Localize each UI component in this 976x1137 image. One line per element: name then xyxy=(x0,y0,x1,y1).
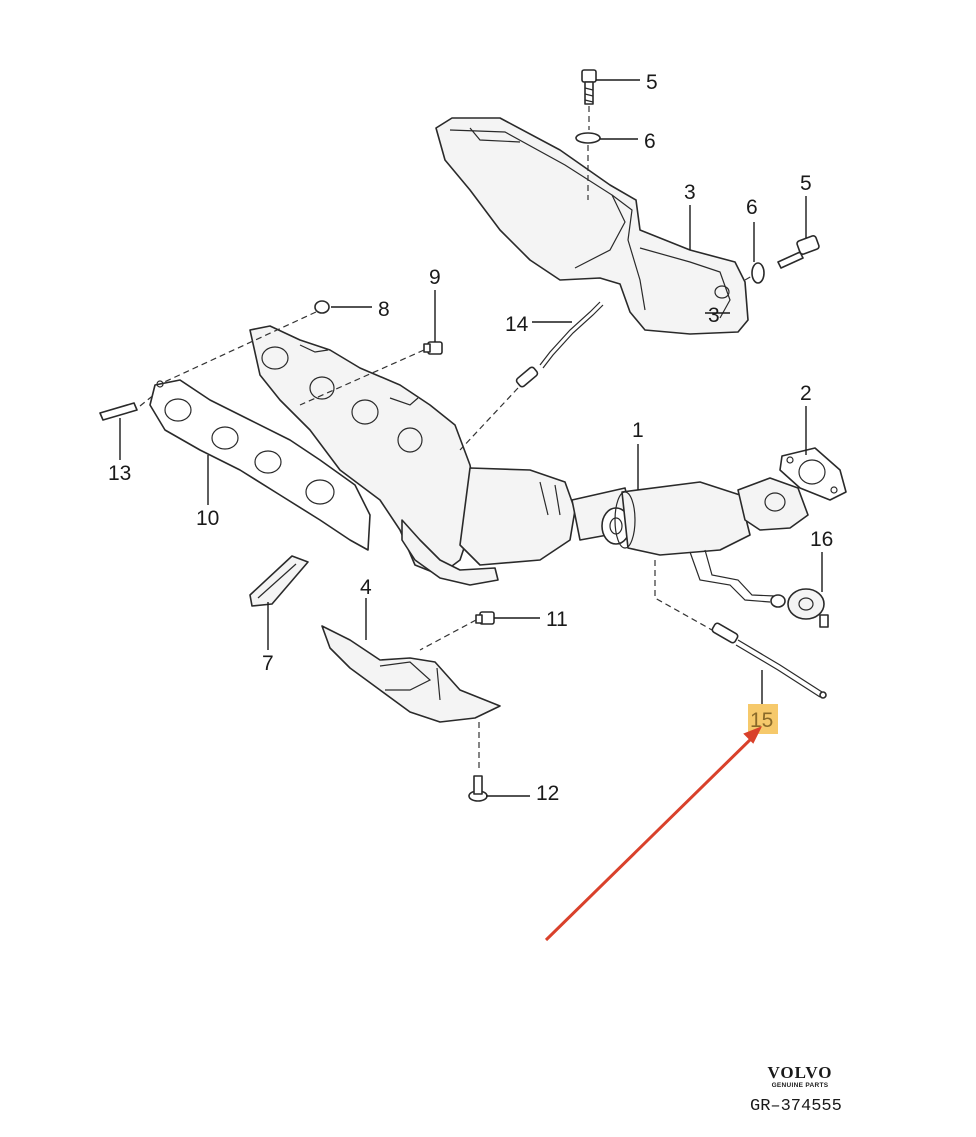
bolt-11 xyxy=(475,611,495,625)
catalytic-converter xyxy=(459,467,809,608)
sensor-15-axis xyxy=(654,560,713,631)
callout-10: 10 xyxy=(196,507,219,530)
callout-5-right: 5 xyxy=(800,172,812,195)
callout-1: 1 xyxy=(632,419,644,442)
callout-15: 15 xyxy=(750,709,773,732)
bolt-5-top xyxy=(581,69,597,105)
callout-8: 8 xyxy=(378,298,390,321)
callout-5-top: 5 xyxy=(646,71,658,94)
red-pointer-arrow xyxy=(544,726,763,942)
callout-13: 13 xyxy=(108,462,131,485)
nut-8 xyxy=(314,300,330,314)
washer-6-top xyxy=(575,132,601,144)
brand-subtitle: GENUINE PARTS xyxy=(771,1082,829,1089)
stud-13 xyxy=(99,402,138,421)
callout-15-highlight xyxy=(748,704,778,734)
sensor-14-axis xyxy=(459,387,519,451)
manifold-lower-shield xyxy=(401,519,499,586)
callout-4: 4 xyxy=(360,576,372,599)
callout-3-lower: 3 xyxy=(708,304,720,327)
leader-lines xyxy=(119,79,823,797)
nut-8-axis xyxy=(159,311,317,385)
callout-11: 11 xyxy=(546,608,568,631)
callout-2: 2 xyxy=(800,382,812,405)
callout-7: 7 xyxy=(262,652,274,675)
callout-16: 16 xyxy=(810,528,833,551)
flange-gasket-2 xyxy=(779,447,847,501)
callout-6-top: 6 xyxy=(644,130,656,153)
callout-6-right: 6 xyxy=(746,196,758,219)
callout-3-upper: 3 xyxy=(684,181,696,204)
rubber-mount-16 xyxy=(787,588,829,628)
bolt-9-axis xyxy=(299,349,425,406)
callout-14: 14 xyxy=(505,313,529,336)
washer-axis-right xyxy=(744,275,753,281)
volvo-logo: VOLVO GENUINE PARTS xyxy=(752,1064,848,1090)
manifold-gasket-10 xyxy=(149,379,371,551)
diagram-reference: GR–374555 xyxy=(750,1097,842,1116)
bolt-5-right xyxy=(777,235,820,269)
upper-heat-shield xyxy=(435,117,749,335)
callout-12: 12 xyxy=(536,782,559,805)
stud-axis xyxy=(139,393,156,407)
callout-9: 9 xyxy=(429,266,441,289)
washer-6-right xyxy=(751,262,765,284)
bolt-12 xyxy=(468,775,488,802)
bolt-9 xyxy=(423,341,443,355)
bolt-11-axis xyxy=(419,619,477,651)
lower-heat-shield-4 xyxy=(321,625,501,723)
brand-name: VOLVO xyxy=(767,1063,833,1082)
oxygen-sensor-14 xyxy=(515,301,604,388)
bracket-7 xyxy=(249,555,309,607)
oxygen-sensor-15 xyxy=(711,622,827,699)
